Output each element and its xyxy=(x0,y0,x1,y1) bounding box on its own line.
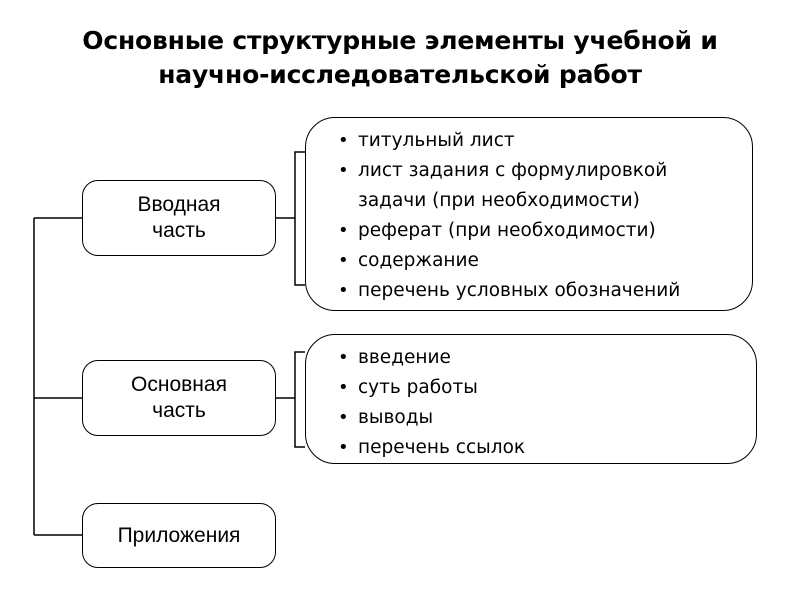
list-item: лист задания с формулировкой задачи (при… xyxy=(324,156,738,216)
list-item: выводы xyxy=(324,403,742,433)
list-box-introductory-part[interactable]: титульный лист лист задания с формулиров… xyxy=(305,117,753,311)
list-box-main-part[interactable]: введение суть работы выводы перечень ссы… xyxy=(305,334,757,464)
list-item: реферат (при необходимости) xyxy=(324,216,738,246)
list-item: суть работы xyxy=(324,373,742,403)
bullet-list-introductory: титульный лист лист задания с формулиров… xyxy=(324,126,738,306)
node-box-main-part[interactable]: Основная часть xyxy=(82,360,276,436)
node-box-appendices[interactable]: Приложения xyxy=(82,503,276,568)
page-title: Основные структурные элементы учебной и … xyxy=(82,26,718,89)
list-item: содержание xyxy=(324,246,738,276)
list-item: введение xyxy=(324,343,742,373)
list-item: перечень ссылок xyxy=(324,433,742,463)
brace-main-vertical xyxy=(294,351,305,448)
node-box-introductory-part[interactable]: Вводная часть xyxy=(82,180,276,256)
bullet-list-main: введение суть работы выводы перечень ссы… xyxy=(324,343,742,463)
brace-intro-vertical xyxy=(294,151,305,286)
list-item: перечень условных обозначений xyxy=(324,276,738,306)
list-item: титульный лист xyxy=(324,126,738,156)
